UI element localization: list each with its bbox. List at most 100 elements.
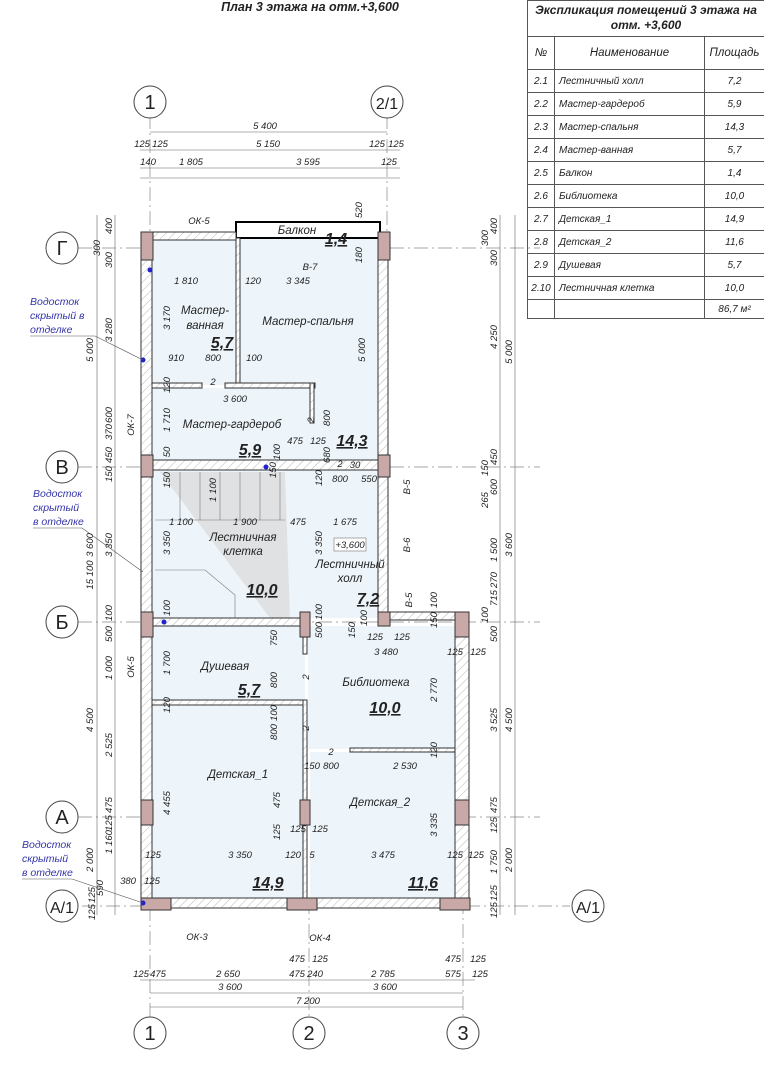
dimension-label: 100 bbox=[162, 599, 173, 616]
room-name: Мастер-спальня bbox=[262, 316, 353, 328]
dimension-label: 2 bbox=[327, 747, 334, 758]
cell-num: 2.9 bbox=[528, 254, 555, 276]
room-name: Библиотека bbox=[342, 677, 409, 689]
dimension-label: 120 bbox=[245, 276, 262, 287]
dimension-label: 300 bbox=[92, 239, 103, 256]
header-num: № bbox=[528, 37, 555, 69]
dimension-label: 125 bbox=[369, 139, 386, 150]
dimension-label: 2 bbox=[301, 674, 312, 681]
opening-label: В-6 bbox=[402, 537, 413, 553]
dimension-label: 3 480 bbox=[374, 647, 398, 658]
total-name-cell bbox=[555, 300, 705, 318]
room-area: 11,6 bbox=[408, 875, 438, 892]
cell-name: Библиотека bbox=[555, 185, 705, 207]
drain-note: в отделке bbox=[22, 867, 73, 879]
explication-table: Экспликация помещений 3 этажа на отм. +3… bbox=[527, 0, 764, 319]
dimension-label: 125 bbox=[489, 816, 500, 833]
explication-title-line1: Экспликация помещений 3 этажа на bbox=[535, 3, 757, 17]
dimension-label: 120 bbox=[162, 696, 173, 713]
opening-label: ОК-5 bbox=[188, 216, 210, 227]
room-name: Детская_1 bbox=[206, 769, 268, 781]
axis-bubble bbox=[446, 1016, 480, 1050]
dimension-label: 450 bbox=[104, 446, 115, 463]
room-name: Лестничный bbox=[314, 559, 385, 571]
dimension-label: 3 350 bbox=[162, 530, 173, 554]
axis-label: А bbox=[55, 807, 69, 829]
floor-shower bbox=[152, 626, 305, 700]
dimension-label: 100 bbox=[480, 606, 491, 623]
dimension-label: 475 bbox=[445, 954, 462, 965]
dimension-label: 7 200 bbox=[296, 996, 320, 1007]
dimension-label: 2 000 bbox=[85, 847, 96, 872]
cell-num: 2.4 bbox=[528, 139, 555, 161]
dimension-label: 3 600 bbox=[218, 982, 242, 993]
axis-label: В bbox=[55, 457, 68, 479]
cell-area: 11,6 bbox=[725, 236, 744, 248]
dimension-label: 5 000 bbox=[357, 337, 368, 361]
dimension-label: 150 bbox=[162, 471, 173, 488]
dimension-label: 800 bbox=[269, 671, 280, 688]
dimension-label: 500 bbox=[104, 625, 115, 642]
floor-kids1 bbox=[152, 706, 305, 900]
dimension-label: 2 530 bbox=[392, 761, 417, 772]
dimension-label: 3 600 bbox=[223, 394, 247, 405]
dimension-label: 1 160 bbox=[104, 829, 115, 853]
dimension-label: 100 bbox=[272, 443, 283, 460]
dimension-label: 300 bbox=[489, 249, 500, 266]
dimension-label: 140 bbox=[140, 157, 157, 168]
cell-name: Мастер-гардероб bbox=[555, 93, 705, 115]
dimension-label: 125 bbox=[447, 850, 464, 861]
dimension-label: 50 bbox=[162, 446, 173, 457]
dimension-label: 2 bbox=[306, 417, 317, 424]
dimension-label: 2 650 bbox=[215, 969, 240, 980]
dimension-label: 150 bbox=[480, 459, 491, 476]
dimension-label: 3 525 bbox=[489, 707, 500, 731]
drain-note: скрытый в bbox=[30, 310, 85, 322]
dimension-label: 475 bbox=[272, 791, 283, 808]
dimension-label: 520 bbox=[354, 201, 365, 218]
dimension-label: 500 bbox=[489, 625, 500, 642]
dimension-label: 5 150 bbox=[256, 139, 280, 150]
cell-num: 2.8 bbox=[528, 231, 555, 253]
axis-bubble bbox=[45, 800, 79, 834]
dimension-label: 2 bbox=[301, 725, 312, 732]
room-area: 5,9 bbox=[239, 442, 261, 459]
cell-name: Мастер-спальня bbox=[555, 116, 705, 138]
axis-bubble bbox=[45, 889, 79, 923]
opening-label: ОК-5 bbox=[126, 656, 137, 678]
level-mark-box bbox=[333, 537, 367, 552]
room-name: Балкон bbox=[278, 225, 317, 237]
dimension-label: 100 bbox=[246, 353, 263, 364]
dimension-label: 475 bbox=[289, 954, 306, 965]
dimension-label: 100 bbox=[104, 604, 115, 621]
dimension-label: 15 100 bbox=[85, 560, 96, 590]
dimension-label: 125 bbox=[468, 850, 485, 861]
dimension-label: 100 bbox=[429, 591, 440, 608]
dimension-label: 500 bbox=[314, 621, 325, 638]
stair-steps bbox=[155, 472, 285, 618]
cell-name: Детская_2 bbox=[555, 231, 705, 253]
dimension-label: 3 600 bbox=[504, 532, 515, 556]
dimension-label: 120 bbox=[429, 741, 440, 758]
dimension-label: 5 bbox=[309, 850, 315, 861]
dimension-label: 125 bbox=[470, 647, 487, 658]
room-name: Лестничная bbox=[208, 532, 276, 544]
dimension-label: 120 bbox=[314, 469, 325, 486]
axis-label: 1 bbox=[144, 92, 155, 114]
dimension-label: 125 bbox=[87, 886, 98, 903]
dimension-label: 125 bbox=[104, 814, 115, 831]
room-name: клетка bbox=[223, 546, 263, 558]
dimension-label: 120 bbox=[162, 376, 173, 393]
dimension-label: 800 bbox=[322, 409, 333, 426]
dimension-label: 125 bbox=[447, 647, 464, 658]
drain-note: скрытый bbox=[33, 502, 79, 514]
dimension-label: 475 bbox=[289, 969, 306, 980]
cell-name: Лестничный холл bbox=[555, 70, 705, 92]
dimension-label: 2 bbox=[336, 459, 343, 470]
